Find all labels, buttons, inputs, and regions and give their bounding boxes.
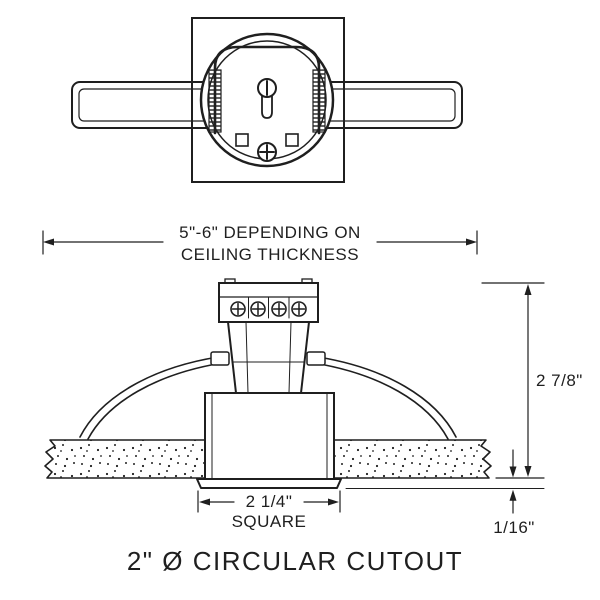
- phillips-screw: [257, 142, 277, 162]
- spring-bracket-left: [210, 351, 230, 366]
- trim-flange: [196, 478, 342, 489]
- dimension-height: 2 7/8": [481, 282, 583, 479]
- spring-left: [79, 356, 223, 440]
- span-dimension-line1: 5"-6" DEPENDING ON: [179, 223, 361, 242]
- keyhole-slot: [257, 78, 277, 119]
- cutout-dimension-line1: 2 1/4": [246, 492, 293, 511]
- terminal-screws: [230, 301, 307, 317]
- dimension-cutout: 2 1/4" SQUARE: [197, 490, 341, 531]
- fixture-body: [226, 321, 311, 394]
- flange-dimension-label: 1/16": [493, 518, 535, 537]
- mounting-plate: [191, 17, 345, 183]
- top-view: [71, 17, 463, 183]
- nub-right: [285, 133, 299, 147]
- ceiling-section-right: [333, 439, 492, 479]
- ceiling-section-left: [44, 439, 206, 479]
- side-view: 5"-6" DEPENDING ON CEILING THICKNESS: [42, 223, 583, 537]
- spring-bracket-right: [306, 351, 326, 366]
- span-dimension-line2: CEILING THICKNESS: [181, 245, 359, 264]
- drawing-caption: 2" Ø CIRCULAR CUTOUT: [127, 546, 463, 576]
- cutout-dimension-line2: SQUARE: [232, 512, 307, 531]
- junction-box: [218, 278, 319, 323]
- nub-left: [235, 133, 249, 147]
- dimension-span: 5"-6" DEPENDING ON CEILING THICKNESS: [42, 223, 478, 264]
- height-dimension-label: 2 7/8": [536, 371, 583, 390]
- spring-right: [313, 356, 457, 440]
- dimension-flange: 1/16": [345, 449, 545, 537]
- trim-sleeve: [204, 392, 335, 480]
- bracket-frame: [213, 45, 321, 135]
